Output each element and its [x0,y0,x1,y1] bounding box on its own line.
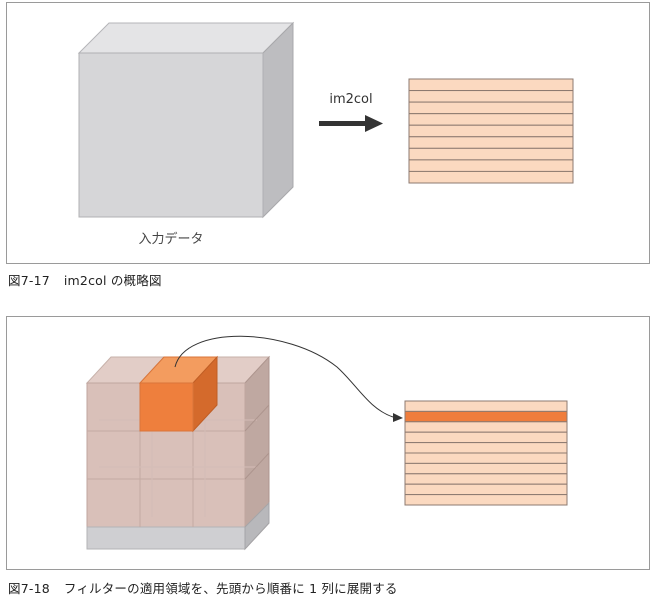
matrix-row [408,90,574,103]
figure-title: フィルターの適用領域を、先頭から順番に 1 列に展開する [63,581,398,596]
expanded-matrix [404,400,568,506]
matrix-row [404,483,568,496]
matrix-row [408,78,574,92]
matrix-row [404,473,568,485]
curved-arrow-icon [174,335,403,422]
matrix-row [408,113,574,126]
matrix-row [404,462,568,475]
matrix-row [408,124,574,138]
matrix-row [404,421,568,433]
figure-number: 図7-18 [8,581,50,596]
output-matrix [408,78,574,184]
figure-7-18-caption: 図7-18 フィルターの適用領域を、先頭から順番に 1 列に展開する [8,578,398,597]
matrix-row [404,452,568,464]
matrix-row [404,400,568,412]
figure-7-17-panel: 入力データ im2col [6,2,650,264]
matrix-row [408,136,574,149]
matrix-row [404,442,568,454]
matrix-row [408,147,574,161]
input-data-cube [77,21,295,219]
matrix-row [408,101,574,115]
im2col-label: im2col [329,92,372,107]
matrix-row [404,431,568,444]
figure-title: im2col の概略図 [63,273,162,288]
filter-expansion-diagram [85,335,568,551]
matrix-row [404,494,568,506]
right-arrow-icon [319,115,383,132]
matrix-row [408,159,574,172]
matrix-row [408,170,574,184]
figure-number: 図7-17 [8,273,50,288]
figure-7-18-panel [6,316,650,570]
input-data-label: 入力データ [138,231,203,247]
figure-7-17-caption: 図7-17 im2col の概略図 [8,270,162,289]
filter-region-block [138,355,219,433]
matrix-row-highlighted [404,410,568,423]
im2col-diagram: 入力データ im2col [77,21,574,247]
